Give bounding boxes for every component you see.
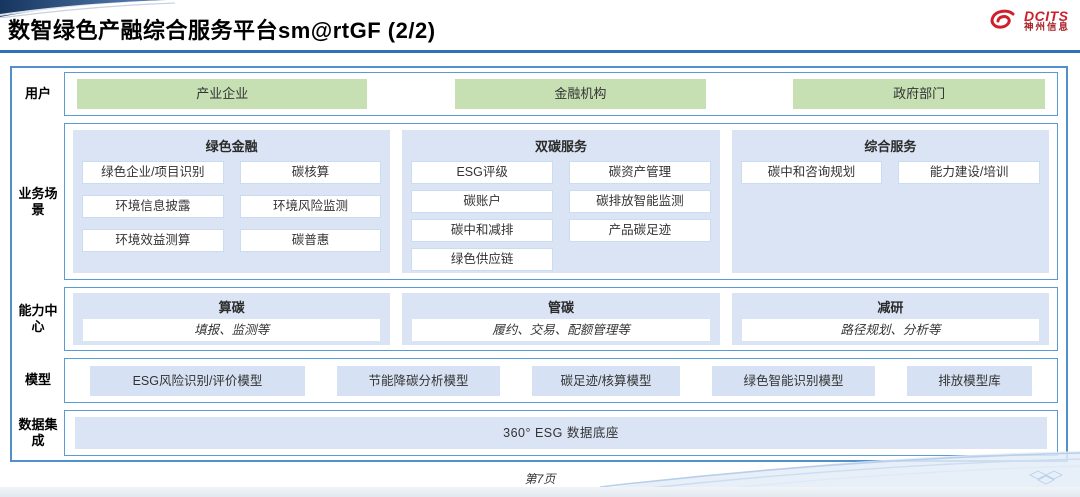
user-group-financial: 金融机构 [454, 79, 707, 110]
model-energy-saving: 节能降碳分析模型 [337, 365, 500, 396]
title-underline [0, 50, 1080, 53]
page-title: 数智绿色产融综合服务平台sm@rtGF (2/2) [8, 18, 436, 43]
logo-brand-text: DCITS [1023, 7, 1069, 24]
capability-manage-carbon: 管碳 履约、交易、配额管理等 [402, 293, 720, 346]
bottom-strip-decoration [0, 487, 1080, 497]
capability-title: 管碳 [547, 300, 574, 316]
user-group-government: 政府部门 [793, 79, 1045, 110]
capability-title: 算碳 [218, 300, 245, 316]
user-group-industry: 产业企业 [77, 79, 368, 110]
model-emission-library: 排放模型库 [907, 365, 1032, 396]
top-left-swoosh-decoration [0, 0, 175, 18]
scenario-column-green-finance: 绿色金融 绿色企业/项目识别 碳核算 环境信息披露 环境风险监测 环境效益测算 … [73, 130, 391, 274]
page-number: 第7页 [524, 472, 556, 486]
scenario-item: 能力建设/培训 [898, 161, 1040, 185]
models-row-label: 模型 [24, 372, 51, 388]
models-row: 模型 ESG风险识别/评价模型 节能降碳分析模型 碳足迹/核算模型 绿色智能识别… [12, 358, 1058, 403]
scenario-column-title: 绿色金融 [205, 139, 258, 155]
scenario-item: 碳账户 [411, 190, 553, 214]
scenarios-row: 业务场景 绿色金融 绿色企业/项目识别 碳核算 环境信息披露 环境风险监测 环境… [12, 123, 1058, 281]
scenario-item: 环境信息披露 [82, 195, 224, 219]
capability-row-box: 算碳 填报、监测等 管碳 履约、交易、配额管理等 减研 路径规划、分析等 [64, 287, 1058, 352]
scenario-items-grid: ESG评级 碳资产管理 碳账户 碳排放智能监测 碳中和减排 产品碳足迹 绿色供应… [411, 161, 711, 272]
model-esg-risk: ESG风险识别/评价模型 [90, 365, 305, 396]
company-logo: DCITS 神州信息 [985, 8, 1070, 34]
scenario-item: 绿色供应链 [411, 248, 553, 272]
users-row-label: 用户 [24, 86, 51, 102]
capability-desc: 路径规划、分析等 [741, 319, 1039, 342]
scenario-item: 绿色企业/项目识别 [82, 161, 224, 185]
scenario-item: 环境效益测算 [82, 229, 224, 253]
models-row-box: ESG风险识别/评价模型 节能降碳分析模型 碳足迹/核算模型 绿色智能识别模型 … [64, 358, 1058, 403]
scenario-item: 碳核算 [239, 161, 382, 185]
capability-title: 减研 [877, 300, 904, 316]
capability-desc: 履约、交易、配额管理等 [412, 319, 710, 342]
scenario-item: 碳普惠 [239, 229, 382, 253]
scenario-column-dual-carbon: 双碳服务 ESG评级 碳资产管理 碳账户 碳排放智能监测 碳中和减排 产品碳足迹… [402, 130, 720, 274]
capability-calc-carbon: 算碳 填报、监测等 [73, 293, 391, 346]
esg-data-base: 360° ESG 数据底座 [75, 416, 1047, 449]
scenario-column-comprehensive: 综合服务 碳中和咨询规划 能力建设/培训 [731, 130, 1049, 274]
scenario-items-grid: 绿色企业/项目识别 碳核算 环境信息披露 环境风险监测 环境效益测算 碳普惠 [82, 161, 382, 253]
users-row-box: 产业企业 金融机构 政府部门 [64, 72, 1058, 117]
model-carbon-footprint: 碳足迹/核算模型 [532, 365, 680, 396]
capability-row: 能力中心 算碳 填报、监测等 管碳 履约、交易、配额管理等 减研 路径规划、分析… [12, 287, 1058, 352]
data-row-box: 360° ESG 数据底座 [64, 409, 1058, 456]
scenario-column-title: 双碳服务 [534, 139, 587, 155]
data-row-label: 数据集成 [18, 416, 58, 448]
scenario-item: 环境风险监测 [239, 195, 382, 219]
scenario-item: 碳资产管理 [568, 161, 711, 185]
architecture-diagram-frame: 用户 产业企业 金融机构 政府部门 业务场景 绿色金融 绿色企业/项目识别 碳核… [10, 66, 1068, 462]
data-integration-row: 数据集成 360° ESG 数据底座 [12, 409, 1058, 456]
capability-reduce-research: 减研 路径规划、分析等 [731, 293, 1049, 346]
scenario-column-title: 综合服务 [864, 139, 917, 155]
scenario-items-grid: 碳中和咨询规划 能力建设/培训 [740, 161, 1040, 185]
scenario-item: ESG评级 [411, 161, 553, 185]
scenario-item: 产品碳足迹 [568, 219, 711, 243]
model-green-ai: 绿色智能识别模型 [712, 365, 875, 396]
scenarios-row-box: 绿色金融 绿色企业/项目识别 碳核算 环境信息披露 环境风险监测 环境效益测算 … [64, 123, 1058, 281]
capability-desc: 填报、监测等 [83, 319, 381, 342]
scenario-item: 碳中和减排 [411, 219, 553, 243]
logo-sub-text: 神州信息 [1023, 22, 1070, 34]
scenario-item: 碳中和咨询规划 [740, 161, 883, 185]
scenarios-row-label: 业务场景 [18, 185, 58, 217]
dcits-swirl-icon [990, 9, 1015, 29]
users-row: 用户 产业企业 金融机构 政府部门 [12, 72, 1058, 117]
capability-row-label: 能力中心 [18, 303, 58, 335]
scenario-item: 碳排放智能监测 [568, 190, 711, 214]
